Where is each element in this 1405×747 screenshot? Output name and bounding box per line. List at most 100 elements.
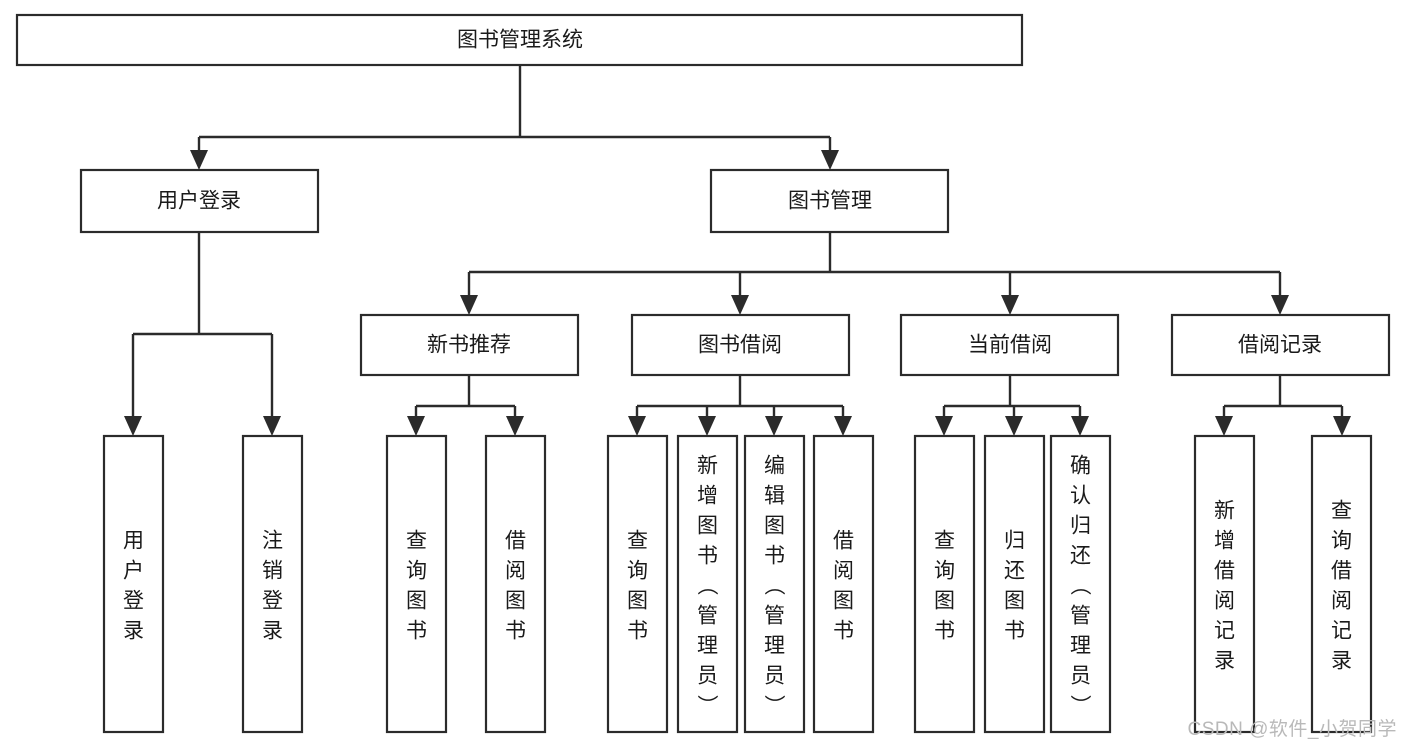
svg-text:图: 图 xyxy=(1004,589,1025,612)
node-new-book-recommend[interactable]: 新书推荐 xyxy=(359,313,580,377)
node-leaf-add-record[interactable] xyxy=(1193,434,1256,734)
arrow-head-leaf-confirm-return xyxy=(1071,416,1089,436)
arrow-head-leaf-query-book-2 xyxy=(628,416,646,436)
svg-text:新: 新 xyxy=(697,454,718,477)
svg-text:图: 图 xyxy=(406,589,427,612)
svg-text:（: （ xyxy=(1068,575,1091,596)
svg-text:记: 记 xyxy=(1214,619,1235,642)
node-leaf-return-book[interactable] xyxy=(983,434,1046,734)
node-leaf-query-record-box[interactable] xyxy=(1310,434,1373,734)
node-leaf-logout[interactable] xyxy=(241,434,304,734)
node-leaf-borrow-book-2-box[interactable] xyxy=(812,434,875,734)
svg-text:询: 询 xyxy=(934,559,955,582)
node-new-book-recommend-label: 新书推荐 xyxy=(427,334,511,357)
svg-text:）: ） xyxy=(762,695,785,716)
node-leaf-query-book-1[interactable] xyxy=(385,434,448,734)
svg-text:（: （ xyxy=(762,575,785,596)
svg-text:记: 记 xyxy=(1331,619,1352,642)
svg-text:查: 查 xyxy=(1331,499,1352,522)
arrow-head-leaf-add-record xyxy=(1215,416,1233,436)
node-leaf-query-book-1-box[interactable] xyxy=(385,434,448,734)
svg-text:图: 图 xyxy=(697,514,718,537)
connector-group-user-login xyxy=(124,232,281,436)
svg-text:辑: 辑 xyxy=(764,484,785,507)
connector-group-book-borrow xyxy=(628,375,852,436)
svg-text:书: 书 xyxy=(697,544,718,567)
svg-text:书: 书 xyxy=(1004,619,1025,642)
node-leaf-borrow-book-1-box[interactable] xyxy=(484,434,547,734)
node-leaf-query-book-2[interactable] xyxy=(606,434,669,734)
svg-text:图: 图 xyxy=(833,589,854,612)
arrow-head-leaf-query-book-3 xyxy=(935,416,953,436)
node-book-management[interactable]: 图书管理 xyxy=(709,168,950,234)
svg-text:图: 图 xyxy=(627,589,648,612)
node-leaf-logout-box[interactable] xyxy=(241,434,304,734)
svg-text:销: 销 xyxy=(262,559,283,582)
node-root-box[interactable] xyxy=(15,13,1024,67)
node-user-login-box[interactable] xyxy=(79,168,320,234)
svg-text:员: 员 xyxy=(697,664,718,687)
node-leaf-add-book-box[interactable] xyxy=(676,434,739,734)
node-leaf-borrow-book-2[interactable] xyxy=(812,434,875,734)
node-user-login-label: 用户登录 xyxy=(157,190,241,213)
node-borrow-record[interactable]: 借阅记录 xyxy=(1170,313,1391,377)
node-leaf-edit-book-box[interactable] xyxy=(743,434,806,734)
node-leaf-confirm-return[interactable] xyxy=(1049,434,1112,734)
node-leaf-user-login[interactable] xyxy=(102,434,165,734)
node-current-borrow[interactable]: 当前借阅 xyxy=(899,313,1120,377)
node-book-borrow-box[interactable] xyxy=(630,313,851,377)
node-leaf-return-book-box[interactable] xyxy=(983,434,1046,734)
node-leaf-add-record-box[interactable] xyxy=(1193,434,1256,734)
node-current-borrow-box[interactable] xyxy=(899,313,1120,377)
svg-text:新: 新 xyxy=(1214,499,1235,522)
watermark: CSDN @软件_小贺同学 xyxy=(1187,719,1397,740)
arrow-head-leaf-borrow-book-2 xyxy=(834,416,852,436)
svg-text:询: 询 xyxy=(1331,529,1352,552)
svg-text:询: 询 xyxy=(406,559,427,582)
arrow-head-leaf-add-book xyxy=(698,416,716,436)
node-leaf-user-login-box[interactable] xyxy=(102,434,165,734)
svg-text:管: 管 xyxy=(697,604,718,627)
node-leaf-user-login-label: 用户登录 xyxy=(123,529,144,642)
node-leaf-add-book[interactable] xyxy=(676,434,739,734)
svg-text:增: 增 xyxy=(697,484,718,507)
svg-text:认: 认 xyxy=(1070,484,1091,507)
node-leaf-borrow-book-1[interactable] xyxy=(484,434,547,734)
svg-text:归: 归 xyxy=(1004,529,1025,552)
svg-text:户: 户 xyxy=(123,559,144,582)
connector-group-borrow-record xyxy=(1215,375,1351,436)
svg-text:管: 管 xyxy=(1070,604,1091,627)
node-borrow-record-box[interactable] xyxy=(1170,313,1391,377)
svg-text:登: 登 xyxy=(123,589,144,612)
node-book-borrow[interactable]: 图书借阅 xyxy=(630,313,851,377)
svg-text:询: 询 xyxy=(627,559,648,582)
node-new-book-recommend-box[interactable] xyxy=(359,313,580,377)
node-leaf-query-book-3[interactable] xyxy=(913,434,976,734)
connector-group-current-borrow xyxy=(935,375,1089,436)
svg-text:图: 图 xyxy=(934,589,955,612)
node-user-login[interactable]: 用户登录 xyxy=(79,168,320,234)
node-leaf-query-record[interactable] xyxy=(1310,434,1373,734)
svg-text:员: 员 xyxy=(764,664,785,687)
node-leaf-query-book-3-box[interactable] xyxy=(913,434,976,734)
node-book-management-box[interactable] xyxy=(709,168,950,234)
svg-text:）: ） xyxy=(695,695,718,716)
svg-text:用: 用 xyxy=(123,529,144,552)
svg-text:借: 借 xyxy=(505,529,526,552)
node-book-management-label: 图书管理 xyxy=(788,190,872,213)
node-leaf-edit-book[interactable] xyxy=(743,434,806,734)
node-root[interactable]: 图书管理系统 xyxy=(15,13,1024,67)
node-leaf-query-book-2-box[interactable] xyxy=(606,434,669,734)
svg-text:（: （ xyxy=(695,575,718,596)
svg-text:录: 录 xyxy=(1214,649,1235,672)
node-leaf-confirm-return-box[interactable] xyxy=(1049,434,1112,734)
connector-group-root xyxy=(190,65,839,170)
node-borrow-record-label: 借阅记录 xyxy=(1238,334,1322,357)
arrow-head-leaf-edit-book xyxy=(765,416,783,436)
